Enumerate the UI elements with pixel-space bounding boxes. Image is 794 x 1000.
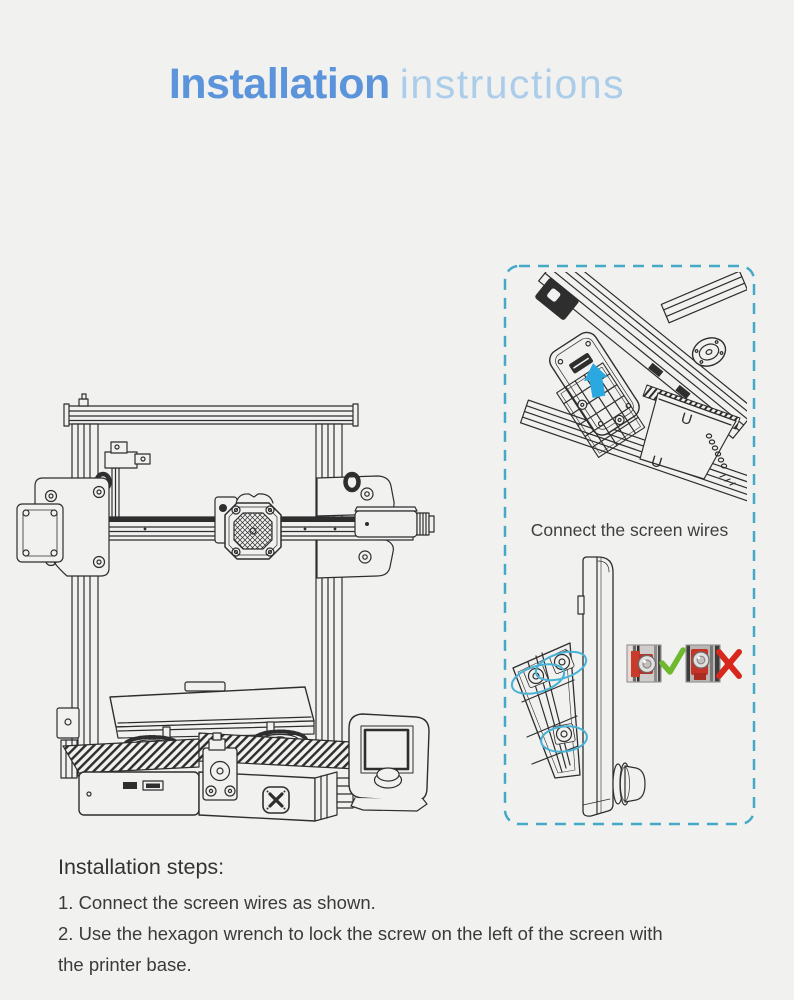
rotary-knob	[612, 762, 646, 806]
step-line-3: the printer base.	[58, 953, 192, 975]
title-secondary: instructions	[399, 61, 626, 107]
steps-heading: Installation steps:	[58, 855, 225, 879]
printer-line-art	[16, 393, 435, 822]
cross-icon	[716, 649, 742, 679]
correct-example-photo	[626, 644, 662, 683]
up-arrow-icon	[584, 363, 608, 398]
top-beam	[63, 393, 359, 427]
installation-steps: Installation steps: 1. Connect the scree…	[58, 855, 788, 986]
plate-bolt-holes	[705, 433, 736, 486]
beam-end-cap	[535, 278, 579, 320]
lcd-screen	[348, 713, 430, 812]
plate-mark-u2: U	[649, 453, 664, 472]
screen-side-illustration	[510, 556, 742, 817]
x-emblem-icon	[262, 786, 290, 814]
callout-box-border	[503, 264, 756, 826]
frame-beam-upper	[660, 272, 747, 324]
x-motor-box	[16, 503, 64, 563]
plate-mark-u1: U	[679, 410, 694, 429]
title-primary: Installation	[168, 60, 390, 108]
step-line-1: 1. Connect the screen wires as shown.	[58, 892, 376, 913]
extruder-carriage	[214, 493, 282, 560]
check-icon	[659, 647, 686, 675]
right-post	[315, 423, 343, 753]
screw-highlight-ellipses	[510, 650, 588, 753]
callout-caption: Connect the screen wires	[530, 520, 729, 540]
y-motor-block	[202, 732, 238, 801]
incorrect-example-photo	[685, 644, 721, 683]
mount-bracket	[512, 642, 581, 779]
screen-side-panel	[577, 556, 614, 817]
z-endstop	[104, 441, 151, 519]
x-end-motor	[354, 506, 435, 538]
step-line-2: 2. Use the hexagon wrench to lock the sc…	[58, 922, 663, 944]
screen-mount-illustration: U U	[519, 272, 747, 502]
psu-fan	[691, 337, 727, 367]
base-plate: U U	[639, 392, 737, 480]
